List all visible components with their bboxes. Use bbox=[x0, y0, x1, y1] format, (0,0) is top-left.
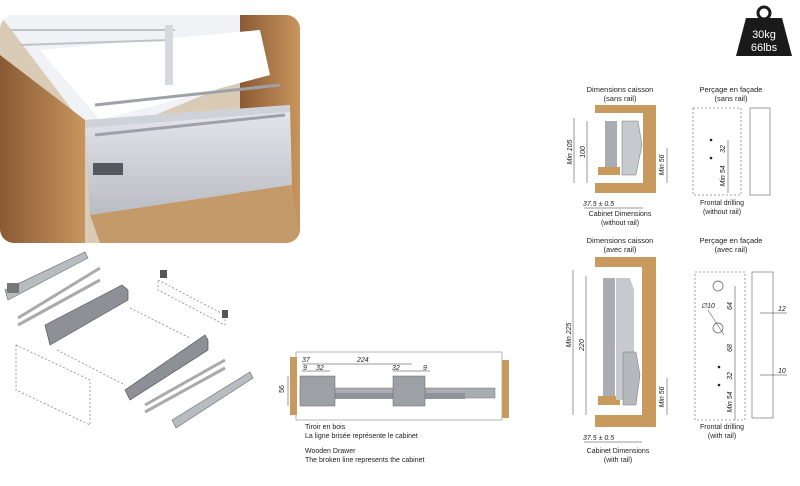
caption: Cabinet Dimensions bbox=[587, 448, 650, 455]
subtitle: (avec rail) bbox=[604, 245, 637, 254]
dim-9: 9 bbox=[423, 365, 427, 372]
dim-220: 220 bbox=[579, 339, 586, 352]
dim-offset: 37.5 ± 0.5 bbox=[583, 435, 614, 442]
dim-10: 10 bbox=[778, 368, 786, 375]
dim-9: 9 bbox=[303, 365, 307, 372]
dim-min-54: Min 54 bbox=[727, 391, 734, 412]
caption: Frontal drilling bbox=[700, 424, 744, 431]
caption-sub: (with rail) bbox=[708, 433, 736, 440]
dim-12: 12 bbox=[778, 306, 786, 313]
dim-100: 100 bbox=[580, 146, 587, 158]
caption: Cabinet Dimensions bbox=[589, 211, 652, 218]
subtitle: (avec rail) bbox=[715, 245, 748, 254]
caption: Frontal drilling bbox=[700, 200, 744, 207]
dim-min-105: Min 105 bbox=[567, 139, 574, 164]
caption-sub: (with rail) bbox=[604, 457, 632, 464]
dim-min-225: Min 225 bbox=[566, 322, 573, 347]
dim-offset: 37.5 ± 0.5 bbox=[583, 201, 614, 208]
dim-56: 56 bbox=[279, 385, 286, 393]
caption-en-title: Wooden Drawer bbox=[305, 448, 356, 455]
rail-left bbox=[4, 251, 89, 301]
side-panel-left bbox=[44, 284, 129, 346]
dim-min-56: Min 56 bbox=[659, 386, 666, 407]
subtitle: (sans rail) bbox=[604, 94, 637, 103]
dim-224: 224 bbox=[356, 357, 369, 364]
dim-32: 32 bbox=[727, 372, 734, 380]
dim-diameter-10: ∅10 bbox=[701, 303, 715, 310]
dim-min-54: Min 54 bbox=[720, 165, 727, 186]
dim-64: 64 bbox=[727, 302, 734, 310]
caption-sub: (without rail) bbox=[601, 220, 639, 227]
dim-min-56: Min 56 bbox=[659, 154, 666, 175]
dim-32: 32 bbox=[316, 365, 324, 372]
weight-kg: 30kg bbox=[752, 29, 776, 41]
caption-fr-note: La ligne brisée représente le cabinet bbox=[305, 433, 418, 440]
title: Perçage en façade bbox=[700, 85, 763, 94]
dim-32: 32 bbox=[720, 145, 727, 153]
dim-68: 68 bbox=[727, 344, 734, 352]
title: Perçage en façade bbox=[700, 236, 763, 245]
side-panel-right bbox=[124, 334, 209, 401]
weight-lbs: 66lbs bbox=[751, 42, 778, 54]
subtitle: (sans rail) bbox=[715, 94, 748, 103]
title: Dimensions caisson bbox=[587, 236, 654, 245]
dim-32: 32 bbox=[392, 365, 400, 372]
rail-right bbox=[171, 371, 254, 429]
caption-sub: (without rail) bbox=[703, 209, 741, 216]
weight-icon bbox=[736, 5, 792, 56]
caption-fr-title: Tiroir en bois bbox=[305, 424, 346, 431]
dim-37: 37 bbox=[302, 357, 311, 364]
caption-en-note: The broken line represents the cabinet bbox=[305, 457, 425, 464]
title: Dimensions caisson bbox=[587, 85, 654, 94]
